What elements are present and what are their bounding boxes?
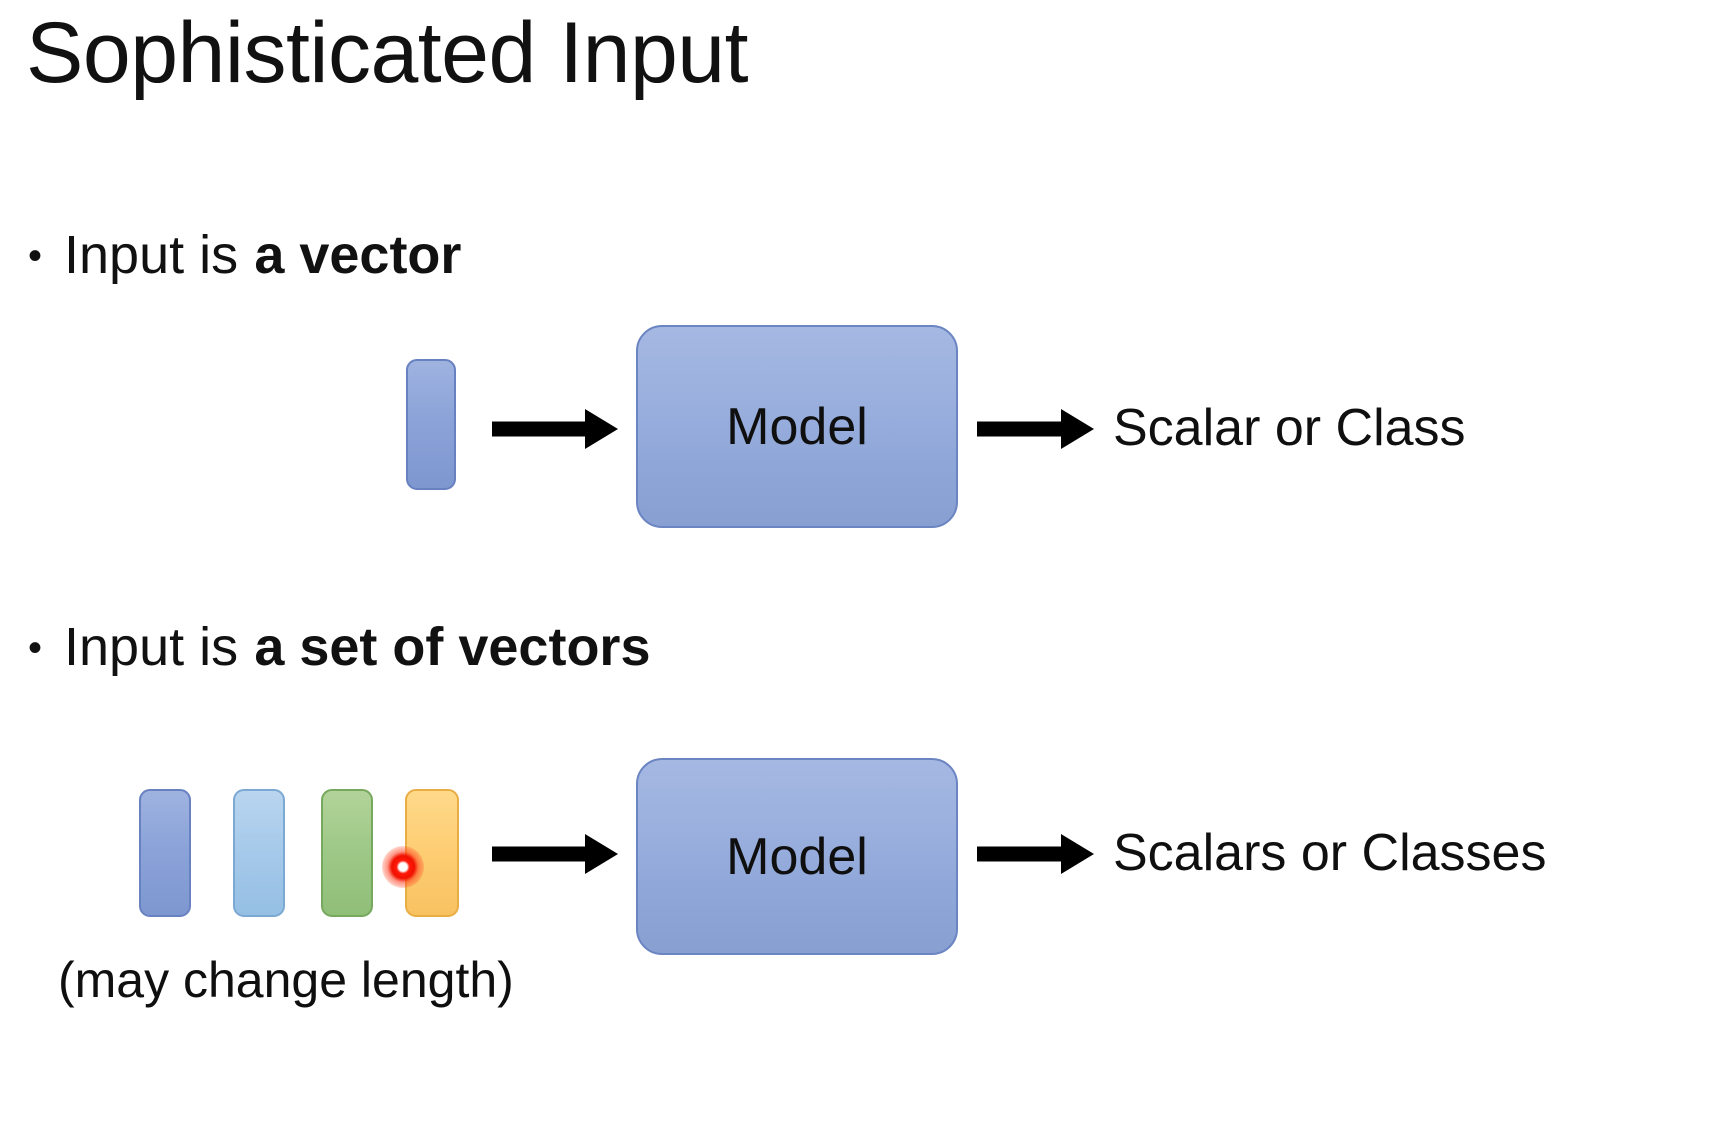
page-title: Sophisticated Input bbox=[26, 5, 749, 101]
arrow-shaft bbox=[492, 846, 588, 862]
arrow-right-icon-input-1 bbox=[492, 409, 618, 449]
arrow-head bbox=[585, 834, 618, 874]
arrow-shaft bbox=[977, 846, 1064, 862]
arrow-right-icon-output-1 bbox=[977, 409, 1094, 449]
bullet-item-vector: • Input is a vector bbox=[28, 228, 461, 282]
bullet-dot-icon: • bbox=[28, 626, 43, 670]
caption-may-change-length: (may change length) bbox=[58, 952, 514, 1008]
arrow-shaft bbox=[492, 421, 588, 437]
arrow-head bbox=[1061, 409, 1094, 449]
arrow-right-icon-input-2 bbox=[492, 834, 618, 874]
input-vector-bar-single bbox=[406, 359, 456, 490]
model-box-2-label: Model bbox=[726, 827, 868, 886]
input-vector-bar-3 bbox=[321, 789, 373, 917]
model-box-2: Model bbox=[636, 758, 958, 955]
bullet-2-bold-text: a set of vectors bbox=[254, 617, 651, 677]
arrow-head bbox=[1061, 834, 1094, 874]
model-box-1-label: Model bbox=[726, 397, 868, 456]
bullet-1-bold-text: a vector bbox=[254, 225, 462, 285]
output-label-scalar-or-class: Scalar or Class bbox=[1113, 399, 1466, 457]
arrow-shaft bbox=[977, 421, 1064, 437]
arrow-right-icon-output-2 bbox=[977, 834, 1094, 874]
arrow-head bbox=[585, 409, 618, 449]
input-vector-bar-4 bbox=[405, 789, 459, 917]
input-vector-bar-2 bbox=[233, 789, 285, 917]
input-vector-bar-1 bbox=[139, 789, 191, 917]
model-box-1: Model bbox=[636, 325, 958, 528]
output-label-scalars-or-classes: Scalars or Classes bbox=[1113, 824, 1547, 882]
bullet-item-vector-set: • Input is a set of vectors bbox=[28, 620, 650, 674]
bullet-dot-icon: • bbox=[28, 234, 43, 278]
bullet-1-normal-text: Input is bbox=[64, 225, 239, 285]
bullet-2-normal-text: Input is bbox=[64, 617, 239, 677]
